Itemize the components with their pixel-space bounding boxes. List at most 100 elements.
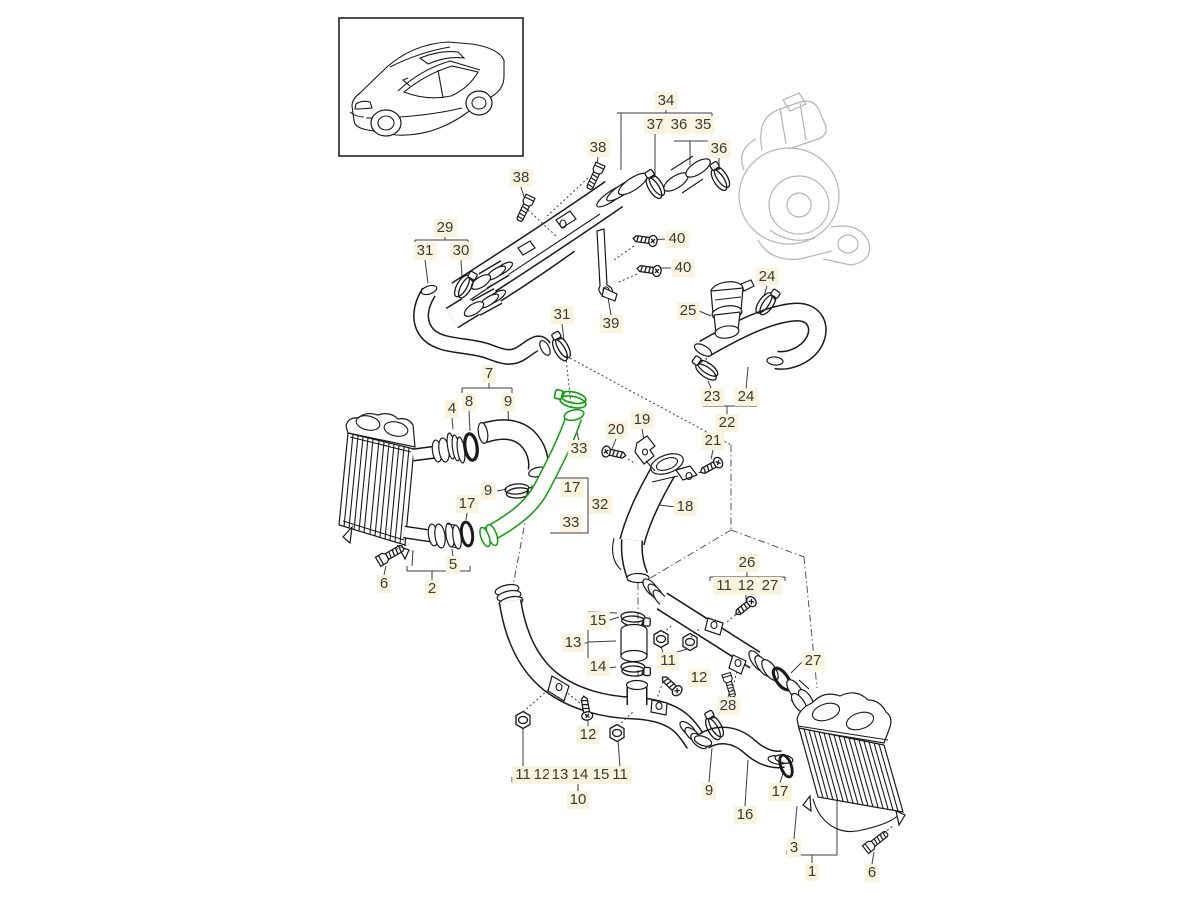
part-label-17: 17 (455, 495, 479, 513)
part-label-17: 17 (560, 479, 584, 497)
part-label-3: 3 (786, 839, 802, 857)
part-label-8: 8 (461, 393, 477, 411)
part-label-12: 12 (687, 669, 711, 687)
part-label-12: 12 (734, 577, 758, 595)
part-label-11: 11 (657, 652, 679, 670)
part-label-27: 27 (758, 577, 782, 595)
turbocharger-sketch (738, 92, 871, 266)
hose-16 (693, 726, 794, 769)
part-label-27: 27 (801, 652, 825, 670)
part-label-19: 19 (630, 411, 654, 429)
charge-air-hose-32-highlighted (479, 408, 585, 548)
hose-sleeve-35 (663, 155, 711, 194)
part-label-40: 40 (671, 259, 695, 277)
part-label-31: 31 (413, 242, 437, 260)
part-label-4: 4 (444, 400, 460, 418)
hose-31 (413, 284, 551, 365)
elbow-pipe-18 (612, 453, 698, 584)
part-label-13: 13 (548, 766, 572, 784)
hose-clamp-23 (688, 353, 722, 384)
part-label-37: 37 (643, 116, 667, 134)
part-label-20: 20 (604, 421, 628, 439)
part-label-7: 7 (481, 365, 497, 383)
part-label-17: 17 (768, 783, 792, 801)
part-label-14: 14 (586, 658, 610, 676)
screw-20 (600, 444, 628, 462)
o-ring-17-left (458, 519, 476, 549)
part-label-38: 38 (586, 139, 610, 157)
vehicle-thumbnail-box (338, 17, 524, 157)
part-label-2: 2 (424, 580, 440, 598)
part-label-11: 11 (512, 766, 534, 784)
hose-clamp-31 (546, 329, 575, 364)
hose-clamp-36 (704, 159, 734, 194)
part-label-9: 9 (480, 482, 496, 500)
connector-hose-13 (620, 623, 648, 663)
part-label-1: 1 (804, 863, 820, 881)
part-label-5: 5 (445, 556, 461, 574)
o-ring-17-bottom (775, 752, 797, 780)
part-label-33: 33 (567, 440, 591, 458)
bolt-38-lower (514, 193, 536, 224)
bracket-39 (596, 228, 618, 302)
intercooler-left-core-fins (343, 433, 410, 545)
intercooler-right (790, 692, 906, 832)
part-label-18: 18 (673, 498, 697, 516)
part-label-16: 16 (733, 806, 757, 824)
sleeve-5 (445, 522, 462, 550)
intercooler-right-core-fins (803, 728, 899, 812)
part-label-11: 11 (713, 577, 735, 595)
part-label-23: 23 (700, 388, 724, 406)
nut-11-right-a (653, 629, 669, 649)
nut-11-right-b (682, 632, 698, 652)
part-label-9: 9 (701, 782, 717, 800)
part-label-15: 15 (589, 766, 613, 784)
part-label-29: 29 (433, 219, 457, 237)
part-label-26: 26 (735, 554, 759, 572)
bolt-28 (721, 672, 738, 699)
part-label-31: 31 (550, 306, 574, 324)
part-label-25: 25 (676, 302, 700, 320)
part-label-10: 10 (566, 791, 590, 809)
intercooler-left (338, 412, 450, 561)
part-label-32: 32 (588, 496, 612, 514)
part-label-12: 12 (530, 766, 554, 784)
part-label-22: 22 (715, 414, 739, 432)
part-label-36: 36 (667, 116, 691, 134)
part-label-13: 13 (561, 634, 585, 652)
part-label-24: 24 (734, 388, 758, 406)
part-label-6: 6 (376, 575, 392, 593)
part-label-6: 6 (864, 864, 880, 882)
elbow-hose-9 (477, 419, 549, 478)
diverter-valve-25 (710, 279, 755, 339)
hose-22 (693, 302, 827, 370)
part-label-33: 33 (559, 514, 583, 532)
part-label-9: 9 (500, 393, 516, 411)
part-label-30: 30 (449, 242, 473, 260)
o-ring-8 (461, 431, 481, 463)
part-label-39: 39 (599, 315, 623, 333)
bolt-6-right (861, 828, 891, 855)
part-label-14: 14 (568, 766, 592, 784)
charge-air-pipe-34 (445, 172, 649, 329)
bolt-6-left (374, 542, 407, 567)
fastener-leader-lines (391, 177, 895, 837)
part-label-35: 35 (691, 116, 715, 134)
nut-11-mid (609, 723, 625, 743)
screw-40-lower (635, 262, 663, 278)
screw-40-upper (631, 232, 659, 248)
part-label-40: 40 (665, 230, 689, 248)
sensor-19 (634, 435, 656, 472)
car-sketch (349, 41, 505, 137)
part-label-24: 24 (755, 268, 779, 286)
hose-clamp-33-top-highlighted (552, 387, 589, 411)
part-label-12: 12 (576, 726, 600, 744)
part-label-28: 28 (716, 697, 740, 715)
hose-clamp-14 (620, 660, 652, 678)
nut-11-left (515, 710, 531, 730)
part-label-36: 36 (707, 140, 731, 158)
screw-12-mid (658, 672, 685, 699)
part-label-34: 34 (654, 92, 678, 110)
